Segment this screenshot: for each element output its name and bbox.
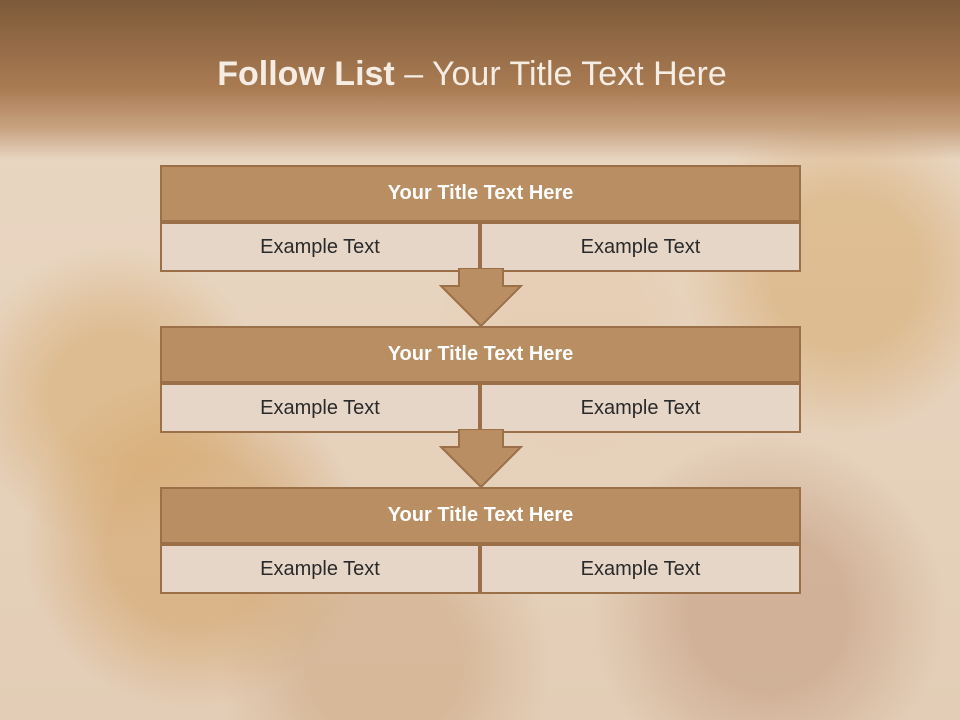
slide-title-rest: – Your Title Text Here	[394, 55, 727, 93]
block-title: Your Title Text Here	[160, 165, 801, 222]
block-cell-right: Example Text	[480, 383, 801, 433]
block-cell-left: Example Text	[160, 544, 480, 594]
list-block-2: Your Title Text Here Example Text Exampl…	[160, 326, 801, 433]
down-arrow-icon	[439, 268, 523, 328]
slide-title-bold: Follow List	[217, 55, 395, 93]
block-title: Your Title Text Here	[160, 326, 801, 383]
block-title: Your Title Text Here	[160, 487, 801, 544]
list-block-1: Your Title Text Here Example Text Exampl…	[160, 165, 801, 272]
header-band	[0, 0, 960, 160]
down-arrow-icon	[439, 429, 523, 489]
block-cell-left: Example Text	[160, 383, 480, 433]
list-block-3: Your Title Text Here Example Text Exampl…	[160, 487, 801, 594]
slide-title: Follow List – Your Title Text Here	[0, 55, 944, 94]
block-cell-right: Example Text	[480, 222, 801, 272]
block-cell-left: Example Text	[160, 222, 480, 272]
block-cell-right: Example Text	[480, 544, 801, 594]
